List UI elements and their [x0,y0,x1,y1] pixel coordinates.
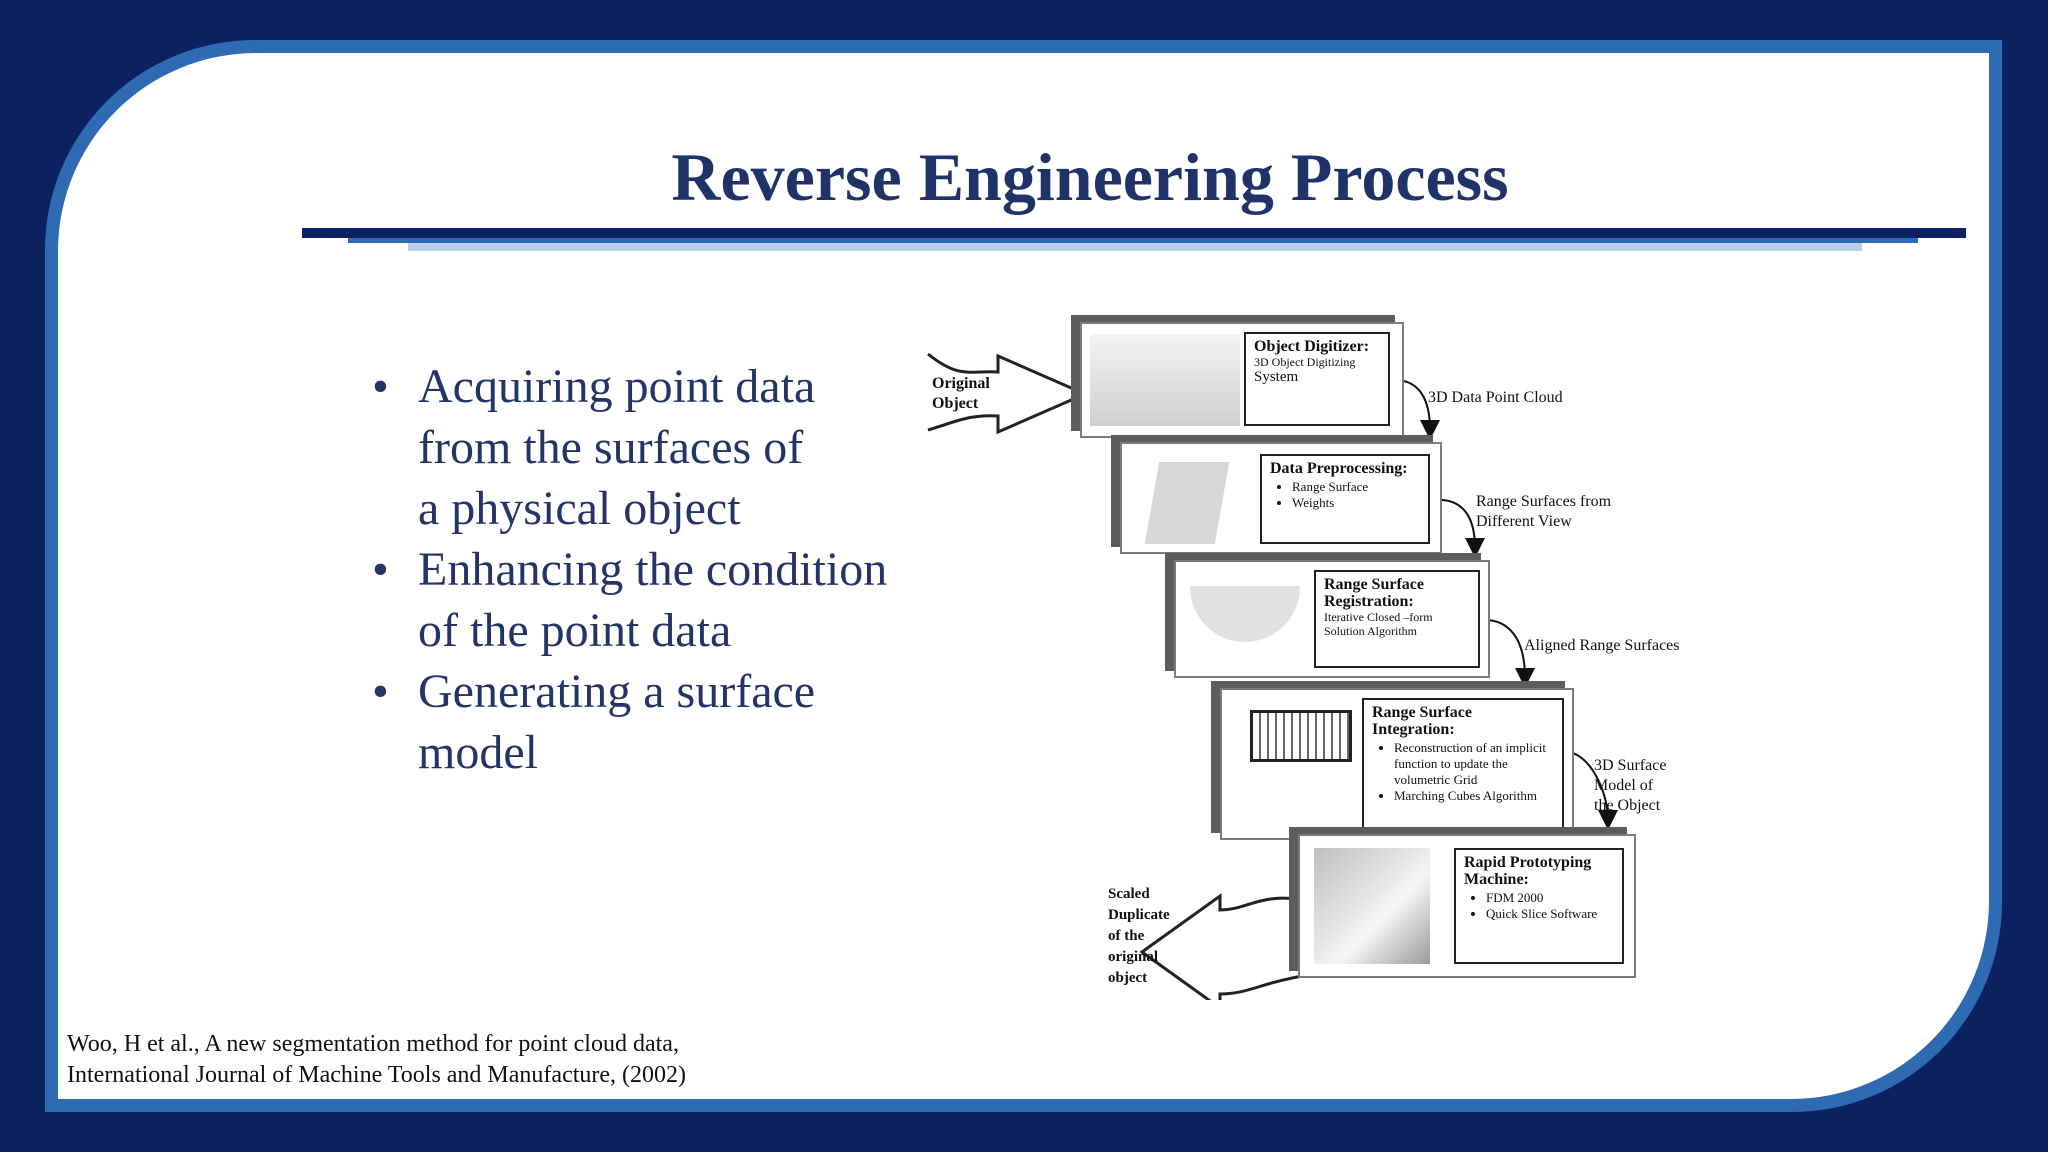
transition-label: 3D Surface Model of the Object [1594,757,1667,814]
stage-line: Iterative Closed –form [1324,610,1433,624]
stage-box: Rapid Prototyping Machine: FDM 2000 Quic… [1454,848,1624,964]
output-arrow-icon [1139,893,1316,1000]
bullet-dot: • [372,543,389,596]
bullet-item: • Enhancing the condition of the point d… [372,539,932,661]
title-rule-mid [348,238,1918,243]
stage-item: Range Surface [1292,479,1420,495]
stage-heading: Rapid Prototyping Machine: [1464,854,1592,888]
transition-label: Aligned Range Surfaces [1524,637,1680,654]
stage-card-prototyping: Rapid Prototyping Machine: FDM 2000 Quic… [1298,834,1636,978]
output-label: Scaled Duplicate of the original object [1108,886,1170,986]
registered-mesh-icon [1190,586,1300,642]
transition-label: 3D Data Point Cloud [1428,389,1563,406]
stage-items: FDM 2000 Quick Slice Software [1464,890,1614,922]
stage-card-digitizer: Object Digitizer: 3D Object Digitizing S… [1080,322,1404,438]
stage-card-preprocessing: Data Preprocessing: Range Surface Weight… [1120,442,1442,554]
stage-items: Range Surface Weights [1270,479,1420,511]
bullet-item: • Acquiring point data from the surfaces… [372,356,932,539]
stage-box: Data Preprocessing: Range Surface Weight… [1260,454,1430,544]
bullet-dot: • [372,665,389,718]
citation: Woo, H et al., A new segmentation method… [67,1031,687,1088]
bullet-text: Enhancing the condition of the point dat… [418,543,888,657]
scanner-photo-icon [1090,334,1240,426]
stage-box: Range Surface Registration: Iterative Cl… [1314,570,1480,668]
stage-item: Marching Cubes Algorithm [1394,788,1554,804]
stage-heading: Range Surface Integration: [1372,704,1472,738]
prototyping-machine-photo-icon [1314,848,1430,964]
slide-canvas [58,53,1989,1099]
bullet-text: Acquiring point data from the surfaces o… [418,360,816,535]
volumetric-grid-icon [1250,710,1352,762]
stage-item: Quick Slice Software [1486,906,1614,922]
process-figure: Original Object Scaled Duplicate of the … [920,310,1680,1000]
stage-line: Solution Algorithm [1324,624,1418,638]
stage-heading: Range Surface Registration: [1324,576,1424,610]
input-label: Original Object [932,375,990,412]
stage-item: Weights [1292,495,1420,511]
stage-card-registration: Range Surface Registration: Iterative Cl… [1174,560,1490,678]
title-rule-dark [302,228,1966,238]
stage-line: 3D Object Digitizing [1254,355,1356,369]
title-rule-light [408,243,1862,251]
stage-heading: Object Digitizer: [1254,338,1370,355]
stage-card-integration: Range Surface Integration: Reconstructio… [1220,688,1574,840]
bullet-list: • Acquiring point data from the surfaces… [372,356,932,783]
stage-item: Reconstruction of an implicit function t… [1394,740,1554,788]
transition-label: Range Surfaces from Different View [1476,493,1612,530]
stage-item: FDM 2000 [1486,890,1614,906]
bullet-dot: • [372,360,389,413]
bullet-item: • Generating a surface model [372,661,932,783]
stage-line: System [1254,369,1299,385]
stage-heading: Data Preprocessing: [1270,460,1408,477]
stage-items: Reconstruction of an implicit function t… [1372,740,1554,804]
range-surface-icon [1144,462,1230,544]
stage-box: Range Surface Integration: Reconstructio… [1362,698,1564,830]
bullet-text: Generating a surface model [418,665,816,779]
input-arrow-icon [927,352,1089,435]
stage-box: Object Digitizer: 3D Object Digitizing S… [1244,332,1390,426]
transition-arrow-icon [1434,498,1485,558]
slide-title: Reverse Engineering Process [671,139,1509,215]
